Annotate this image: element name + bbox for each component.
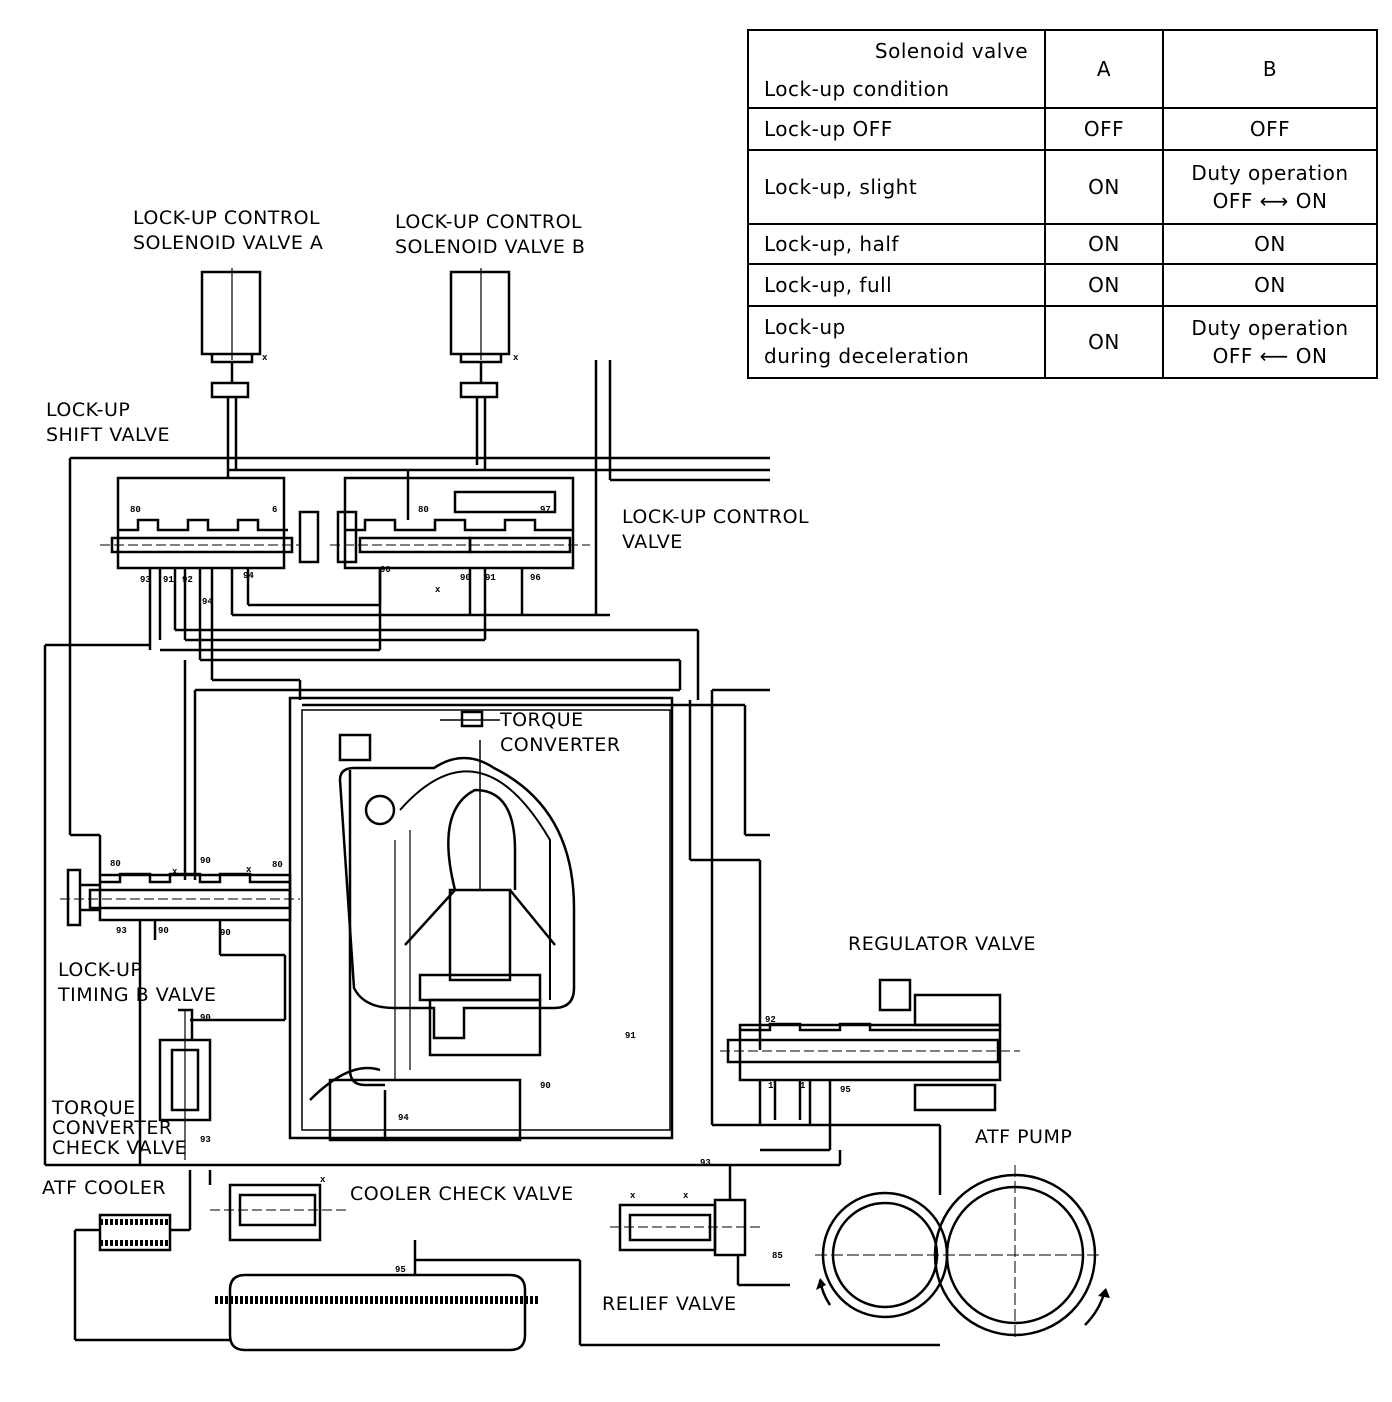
- port-91: 91: [485, 573, 496, 583]
- regulator-valve-body: [712, 978, 1020, 1180]
- port-1: 1: [768, 1081, 774, 1091]
- drain-x: x: [683, 1191, 689, 1201]
- port-90: 90: [158, 926, 169, 936]
- cooler-check-valve-label: COOLER CHECK VALVE: [350, 1183, 574, 1205]
- atf-pump-label: ATF PUMP: [975, 1126, 1073, 1148]
- drain-x: x: [262, 353, 268, 363]
- drain-x: x: [435, 585, 441, 595]
- port-95: 95: [840, 1085, 851, 1095]
- port-80: 80: [272, 860, 283, 870]
- drain-x: x: [246, 865, 252, 875]
- lock-up-timing-b-valve-label: LOCK-UP TIMING B VALVE: [58, 959, 217, 1006]
- torque-converter-check-valve-body: [158, 1008, 285, 1160]
- drain-x: x: [630, 1191, 636, 1201]
- relief-valve-body: [610, 1165, 790, 1287]
- port-80: 80: [418, 505, 429, 515]
- solenoid-b-cell: Duty operation OFF ⟵ ON: [1162, 305, 1378, 379]
- lock-up-control-valve-body: [298, 476, 590, 570]
- solenoid-valve-a-label: LOCK-UP CONTROL SOLENOID VALVE A: [133, 207, 324, 254]
- condition-cell: Lock-up during deceleration: [747, 305, 1046, 379]
- column-a-header: A: [1044, 29, 1164, 109]
- port-90: 90: [220, 928, 231, 938]
- port-90: 90: [200, 1013, 211, 1023]
- table-row: Lock-up OFF OFF OFF: [747, 107, 1378, 151]
- port-90: 90: [200, 856, 211, 866]
- port-91: 91: [625, 1031, 636, 1041]
- port-92: 92: [765, 1015, 776, 1025]
- table-row: Lock-up, full ON ON: [747, 263, 1378, 307]
- relief-valve-label: RELIEF VALVE: [602, 1293, 737, 1315]
- solenoid-b-cell: ON: [1162, 263, 1378, 307]
- solenoid-valve-b-symbol: [449, 268, 511, 470]
- solenoid-a-cell: ON: [1044, 223, 1164, 265]
- solenoid-b-cell: Duty operation OFF ⟷ ON: [1162, 149, 1378, 225]
- table-row: Lock-up, half ON ON: [747, 223, 1378, 265]
- port-95: 95: [395, 1265, 406, 1275]
- solenoid-valve-a-symbol: [200, 268, 262, 470]
- cooler-check-valve-body: [208, 1170, 350, 1242]
- lock-up-shift-valve-body: [100, 476, 300, 570]
- table-header-row: Solenoid valve Lock-up condition A B: [747, 29, 1378, 109]
- lock-up-condition-table: Solenoid valve Lock-up condition A B Loc…: [747, 29, 1378, 379]
- torque-converter-check-valve-label: TORQUE CONVERTER CHECK VALVE: [52, 1097, 188, 1159]
- torque-converter-symbol: [309, 710, 576, 1142]
- atf-cooler-label: ATF COOLER: [42, 1177, 167, 1199]
- lock-up-condition-header: Lock-up condition: [764, 77, 950, 101]
- regulator-valve-label: REGULATOR VALVE: [848, 933, 1036, 955]
- port-80: 80: [110, 859, 121, 869]
- port-94: 94: [202, 597, 213, 607]
- lock-up-shift-valve-label: LOCK-UP SHIFT VALVE: [46, 399, 170, 446]
- solenoid-a-cell: ON: [1044, 305, 1164, 379]
- table-row: Lock-up, slight ON Duty operation OFF ⟷ …: [747, 149, 1378, 225]
- drain-x: x: [320, 1175, 326, 1185]
- lock-up-control-valve-label: LOCK-UP CONTROL VALVE: [622, 506, 810, 553]
- port-90: 90: [540, 1081, 551, 1091]
- drain-x: x: [513, 353, 519, 363]
- solenoid-valve-b-label: LOCK-UP CONTROL SOLENOID VALVE B: [395, 211, 586, 258]
- condition-cell: Lock-up OFF: [747, 107, 1046, 151]
- solenoid-a-cell: ON: [1044, 149, 1164, 225]
- port-90: 90: [380, 565, 391, 575]
- port-80: 80: [130, 505, 141, 515]
- condition-cell: Lock-up, half: [747, 223, 1046, 265]
- port-94: 94: [243, 571, 254, 581]
- condition-cell: Lock-up, full: [747, 263, 1046, 307]
- condition-cell: Lock-up, slight: [747, 149, 1046, 225]
- solenoid-valve-header: Solenoid valve: [874, 39, 1028, 63]
- atf-pump-symbol: [815, 1165, 1107, 1340]
- lock-up-timing-b-valve-body: [60, 868, 300, 927]
- port-93: 93: [200, 1135, 211, 1145]
- port-1: 1: [800, 1081, 806, 1091]
- torque-converter-label: TORQUE CONVERTER: [500, 709, 621, 756]
- column-b-header: B: [1162, 29, 1378, 109]
- solenoid-a-cell: ON: [1044, 263, 1164, 307]
- port-91: 91: [163, 575, 174, 585]
- drain-x: x: [172, 867, 178, 877]
- port-97: 97: [540, 505, 551, 515]
- atf-cooler-symbol: [73, 1170, 230, 1342]
- port-85: 85: [772, 1251, 783, 1261]
- port-94: 94: [398, 1113, 409, 1123]
- table-corner-header: Solenoid valve Lock-up condition: [747, 29, 1046, 109]
- oil-pan-symbol: [215, 1240, 940, 1352]
- solenoid-b-cell: OFF: [1162, 107, 1378, 151]
- solenoid-a-cell: OFF: [1044, 107, 1164, 151]
- table-row: Lock-up during deceleration ON Duty oper…: [747, 305, 1378, 379]
- port-92: 92: [182, 575, 193, 585]
- port-93: 93: [116, 926, 127, 936]
- port-93: 93: [140, 575, 151, 585]
- solenoid-b-cell: ON: [1162, 223, 1378, 265]
- port-90: 90: [460, 573, 471, 583]
- port-93: 93: [700, 1158, 711, 1168]
- port-96: 96: [530, 573, 541, 583]
- port-6: 6: [272, 505, 277, 515]
